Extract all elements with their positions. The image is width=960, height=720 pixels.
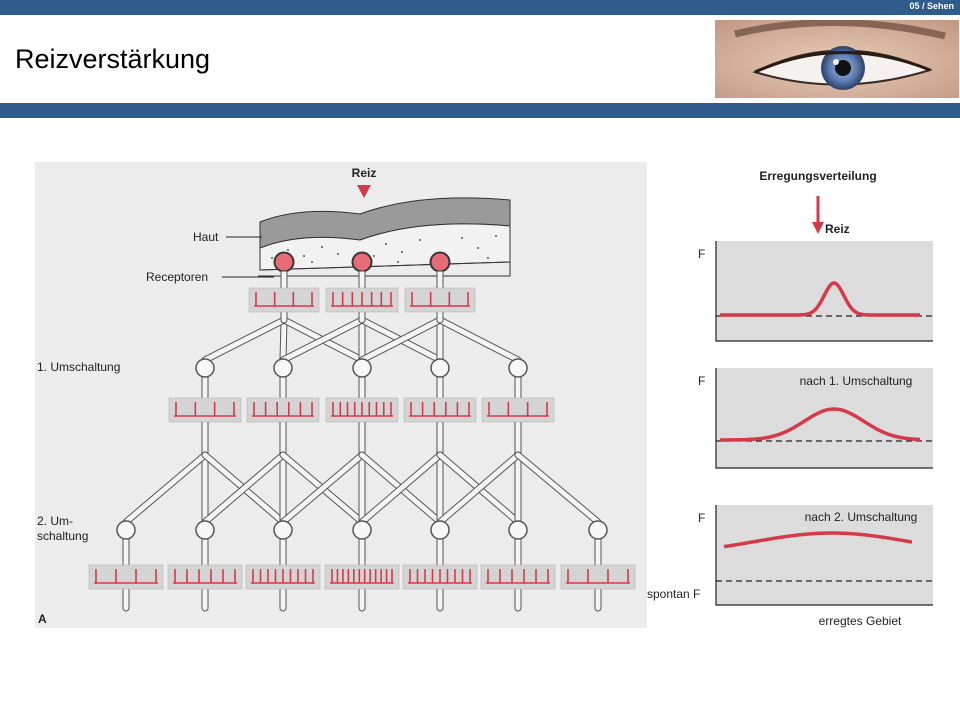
axon-l1-3-left-core: [359, 452, 443, 525]
stage2-label-line2: schaltung: [37, 529, 88, 543]
spontaneous-label: spontan F: [647, 587, 700, 601]
header-divider-bar: [0, 103, 960, 118]
panel-label: A: [38, 612, 47, 626]
spikes-stage2-4: [402, 564, 478, 590]
spikes-stage2-5: [480, 564, 556, 590]
neuron-stage2-3: [352, 520, 372, 540]
header-bar: 05 / Sehen: [0, 0, 960, 15]
spikes-receptor-2: [325, 287, 399, 313]
distribution-plot-receptors: [715, 241, 933, 342]
receptor-soma-0: [274, 252, 294, 272]
distribution-stimulus-arrow-icon: [812, 222, 824, 234]
neuron-stage2-6: [588, 520, 608, 540]
spikes-stage2-1: [167, 564, 243, 590]
stimulus-arrow-icon: [357, 185, 371, 198]
spikes-stage2-3: [324, 564, 400, 590]
spikes-stage1-1: [246, 397, 320, 423]
axon-r2-left-core: [359, 317, 443, 363]
axon-l1-4-left-core: [437, 452, 521, 525]
neuron-stage1-0: [195, 358, 215, 378]
spikes-receptor-1: [248, 287, 320, 313]
slide-number: 05 / Sehen: [909, 1, 954, 11]
neuron-stage2-2: [273, 520, 293, 540]
spikes-stage2-6: [560, 564, 636, 590]
receptor-soma-2: [430, 252, 450, 272]
plot3-caption: nach 2. Umschaltung: [805, 510, 918, 524]
distribution-plot-stage2: [715, 505, 933, 606]
axon-r2-right-core: [437, 317, 521, 363]
distribution-plot-stage1: [715, 368, 933, 469]
axon-l1-4-right-core: [515, 452, 601, 525]
x-axis-label: erregtes Gebiet: [819, 614, 902, 628]
stage2-label-line1: 2. Um-: [37, 514, 73, 528]
spikes-stage1-4: [481, 397, 555, 423]
distribution-stimulus-label: Reiz: [825, 222, 850, 236]
neuron-stage2-0: [116, 520, 136, 540]
slide-title: Reizverstärkung: [15, 44, 211, 74]
plot2-caption: nach 1. Umschaltung: [800, 374, 913, 388]
spikes-stage2-2: [245, 564, 321, 590]
receptors-label: Receptoren: [146, 270, 208, 284]
neuron-stage1-2: [352, 358, 372, 378]
neuron-stage1-3: [430, 358, 450, 378]
axon-r0-center-core: [280, 317, 287, 363]
stimulus-label: Reiz: [352, 166, 377, 180]
axon-r1-left-core: [280, 317, 365, 363]
neuron-stage2-4: [430, 520, 450, 540]
spikes-receptor-3: [404, 287, 476, 313]
spikes-stage1-3: [403, 397, 477, 423]
axon-l1-1-left-core: [202, 452, 286, 525]
spikes-stage1-0: [168, 397, 242, 423]
neuron-stage1-1: [273, 358, 293, 378]
neurons: [116, 252, 608, 540]
spike-trains: [88, 287, 636, 590]
eye-photo: [715, 20, 959, 98]
distribution-title: Erregungsverteilung: [759, 169, 876, 183]
skin-label: Haut: [193, 230, 219, 244]
plot2-axis-f: F: [698, 374, 705, 388]
neuron-stage1-4: [508, 358, 528, 378]
spikes-stage1-2: [325, 397, 399, 423]
stage1-label: 1. Umschaltung: [37, 360, 120, 374]
spikes-stage2-0: [88, 564, 164, 590]
plot1-axis-f: F: [698, 247, 705, 261]
receptor-soma-1: [352, 252, 372, 272]
neuron-stage2-1: [195, 520, 215, 540]
axon-l1-0-left-core: [123, 452, 208, 525]
plot3-axis-f: F: [698, 511, 705, 525]
neuron-stage2-5: [508, 520, 528, 540]
axon-r0-left-core: [202, 317, 287, 363]
axon-l1-2-left-core: [280, 452, 365, 525]
